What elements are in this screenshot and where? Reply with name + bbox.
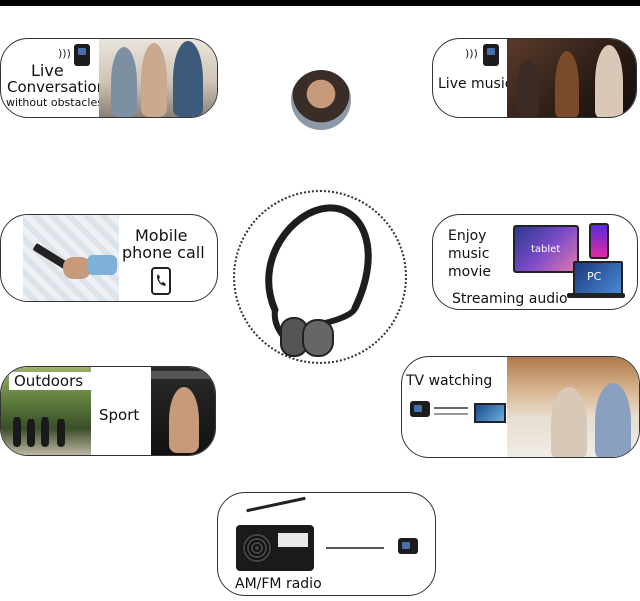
card-tv-watching: TV watching bbox=[401, 356, 640, 458]
sport-woman-photo bbox=[151, 367, 215, 455]
conversation-label: Conversation bbox=[7, 78, 107, 96]
wireless-transmitter-icon bbox=[74, 44, 90, 66]
wireless-transmitter-icon bbox=[410, 401, 430, 417]
music-label: music bbox=[448, 246, 490, 262]
top-bar bbox=[0, 0, 640, 6]
tv-watching-label: TV watching bbox=[406, 373, 493, 389]
streaming-audio-label: Streaming audio bbox=[452, 291, 568, 307]
couple-tv-photo bbox=[507, 357, 639, 457]
radio-icon bbox=[236, 525, 314, 571]
card-mobile-phone-call: Mobile phone call bbox=[0, 214, 218, 302]
outdoors-label-bg bbox=[9, 372, 93, 390]
tablet-icon: tablet bbox=[513, 225, 579, 273]
card-streaming-audio: Enjoy music movie tablet PC Streaming au… bbox=[432, 214, 638, 310]
card-outdoors-sport: Outdoors Sport bbox=[0, 366, 216, 456]
am-fm-radio-label: AM/FM radio bbox=[235, 576, 322, 592]
wireless-transmitter-icon bbox=[483, 44, 499, 66]
sound-wave-icon: ))) bbox=[465, 47, 478, 60]
tablet-label: tablet bbox=[531, 244, 561, 255]
hand-phone-photo bbox=[23, 215, 119, 301]
movie-label: movie bbox=[448, 264, 491, 280]
audio-cable-icon bbox=[434, 407, 468, 409]
audio-cable-icon-2 bbox=[434, 413, 468, 415]
card-live-conversation: Live Conversation without obstacles ))) bbox=[0, 38, 218, 118]
phone-call-label: phone call bbox=[122, 243, 205, 262]
radio-antenna bbox=[246, 496, 306, 513]
sound-wave-icon: ))) bbox=[58, 47, 71, 60]
family-photo bbox=[99, 39, 217, 117]
sport-label: Sport bbox=[99, 406, 140, 424]
audio-cable-icon bbox=[326, 547, 384, 549]
live-music-label: Live music bbox=[438, 76, 513, 92]
bone-conduction-headphone-icon bbox=[265, 204, 372, 357]
card-live-music: Live music ))) bbox=[432, 38, 637, 118]
wireless-transmitter-icon bbox=[398, 538, 418, 554]
laptop-base bbox=[567, 293, 625, 298]
live-label: Live bbox=[31, 61, 64, 80]
pc-label: PC bbox=[587, 270, 602, 283]
phone-call-icon bbox=[151, 267, 171, 295]
laptop-icon: PC bbox=[573, 261, 623, 295]
tv-icon bbox=[474, 403, 506, 423]
model-avatar bbox=[291, 70, 351, 130]
headphone-dotted-ring bbox=[233, 190, 407, 364]
card-am-fm-radio: AM/FM radio bbox=[217, 492, 436, 596]
orchestra-photo bbox=[507, 39, 636, 117]
phone-device-icon bbox=[589, 223, 609, 259]
enjoy-label: Enjoy bbox=[448, 228, 487, 244]
without-obstacles-label: without obstacles bbox=[6, 96, 103, 109]
outdoors-label: Outdoors bbox=[14, 372, 84, 390]
mobile-label: Mobile bbox=[135, 226, 188, 245]
